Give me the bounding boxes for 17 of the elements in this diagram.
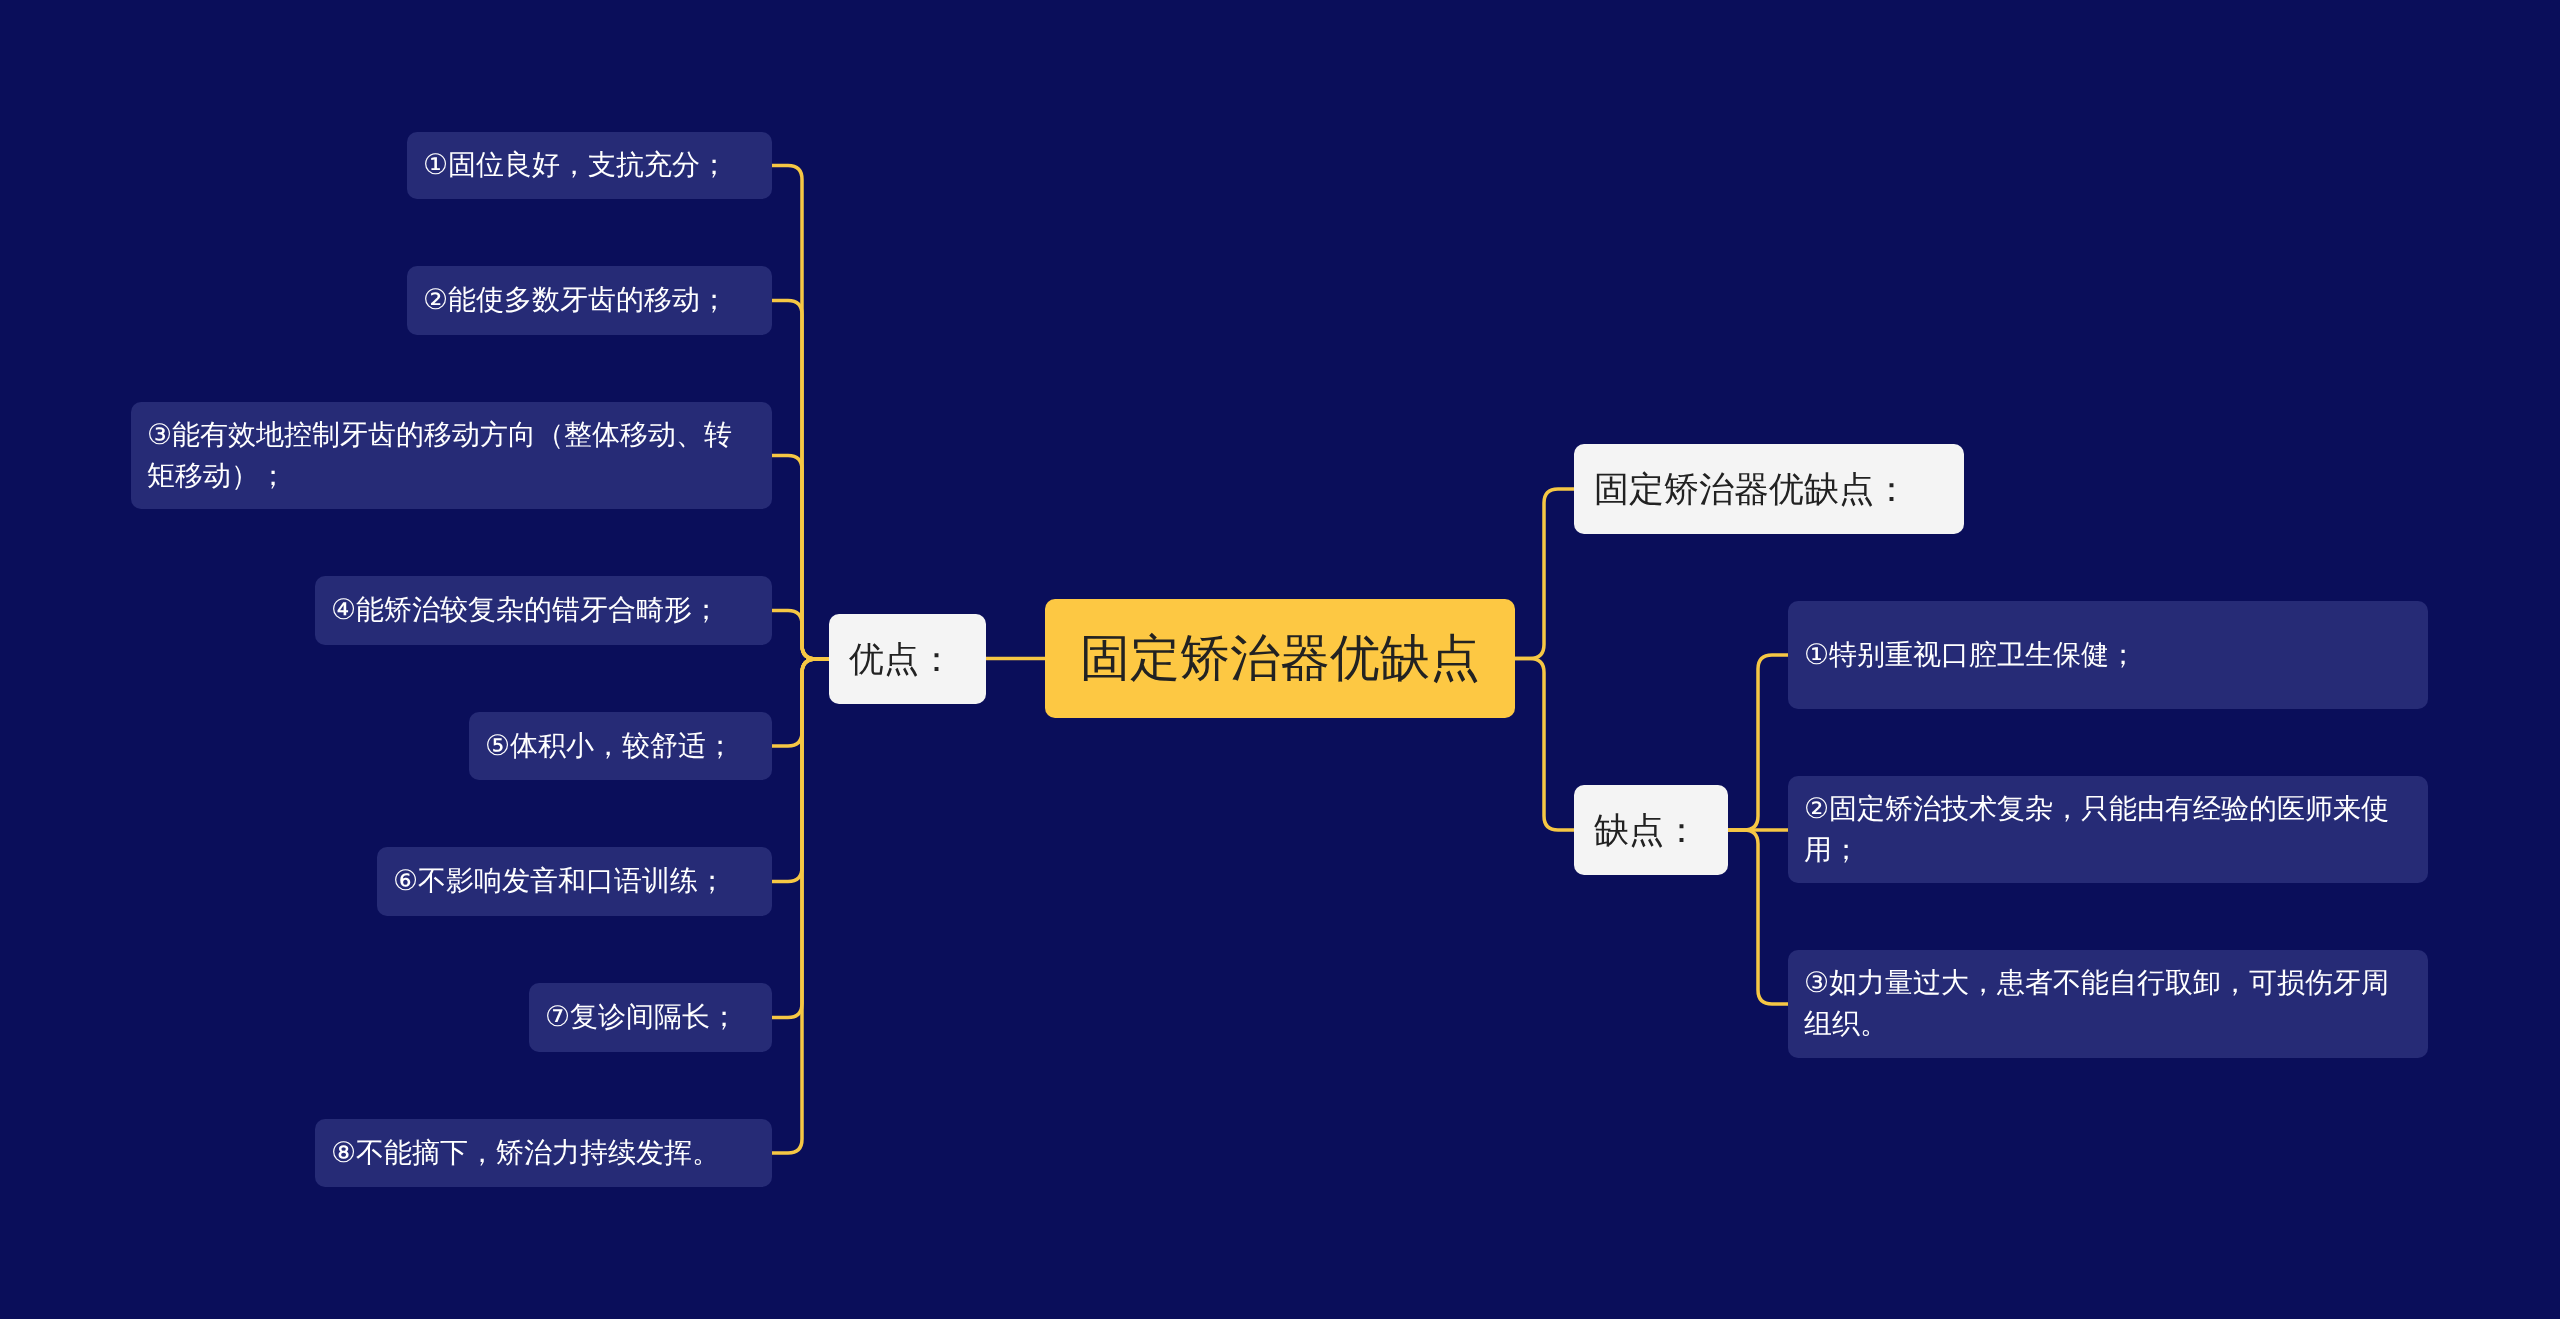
item-box: ⑤体积小，较舒适； [469, 712, 772, 780]
subtopic-box: 固定矫治器优缺点： [1574, 444, 1964, 534]
topic-box: 固定矫治器优缺点 [1045, 599, 1515, 718]
subtopic-box: 缺点： [1574, 785, 1728, 875]
item-box: ②能使多数牙齿的移动； [407, 266, 772, 335]
item-box: ④能矫治较复杂的错牙合畸形； [315, 576, 772, 645]
item-box: ⑥不影响发音和口语训练； [377, 847, 772, 916]
item-box: ②固定矫治技术复杂，只能由有经验的医师来使用； [1788, 776, 2428, 883]
item-box: ③如力量过大，患者不能自行取卸，可损伤牙周组织。 [1788, 950, 2428, 1058]
item-box: ①特别重视口腔卫生保健； [1788, 601, 2428, 709]
subtopic-box: 优点： [829, 614, 986, 704]
item-box: ①固位良好，支抗充分； [407, 132, 772, 199]
item-box: ③能有效地控制牙齿的移动方向（整体移动、转矩移动）； [131, 402, 772, 509]
connector [772, 657, 829, 1155]
item-box: ⑦复诊间隔长； [529, 983, 772, 1052]
connector [986, 656, 1045, 661]
item-box: ⑧不能摘下，矫治力持续发挥。 [315, 1119, 772, 1187]
